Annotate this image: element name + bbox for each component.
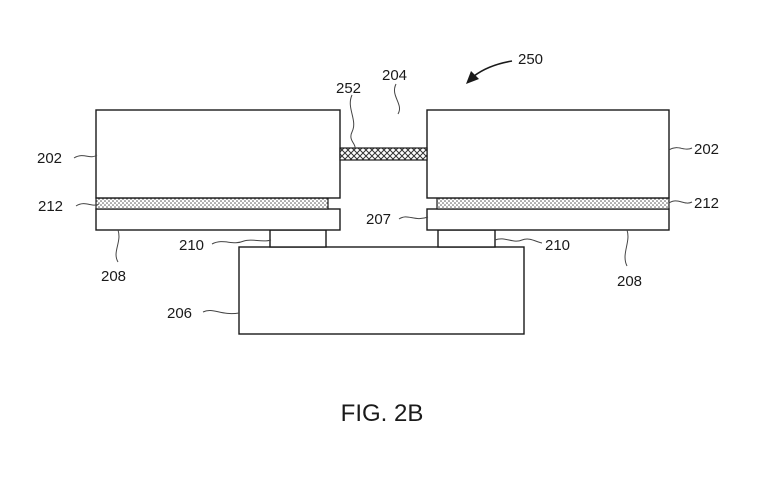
bridge-layer <box>339 147 428 161</box>
leader-210-left <box>211 239 272 245</box>
label-202-right: 202 <box>694 141 719 158</box>
label-210-left: 210 <box>179 237 204 254</box>
leader-207 <box>398 216 429 220</box>
label-208-right: 208 <box>617 273 642 290</box>
label-207: 207 <box>366 211 391 228</box>
label-204: 204 <box>382 67 407 84</box>
leader-202-right <box>668 147 693 151</box>
label-202-left: 202 <box>37 150 62 167</box>
die-left <box>95 109 341 199</box>
leader-208-left <box>115 229 120 263</box>
bump-left <box>269 229 327 248</box>
label-212-right: 212 <box>694 195 719 212</box>
figure-caption: FIG. 2B <box>341 400 424 427</box>
plate-right <box>426 208 670 231</box>
arrow-head-icon <box>466 71 479 84</box>
leader-252 <box>349 94 356 149</box>
leader-212-left <box>75 203 100 207</box>
label-208-left: 208 <box>101 268 126 285</box>
leader-210-right <box>494 238 543 244</box>
leader-208-right <box>624 229 629 267</box>
label-206: 206 <box>167 305 192 322</box>
leader-202-left <box>73 154 98 159</box>
leader-212-right <box>668 200 693 204</box>
label-212-left: 212 <box>38 198 63 215</box>
die-right <box>426 109 670 199</box>
leader-204 <box>394 83 400 115</box>
substrate-block <box>238 246 525 335</box>
adhesive-layer-left <box>95 197 329 210</box>
adhesive-layer-right <box>436 197 670 210</box>
plate-left <box>95 208 341 231</box>
bump-right <box>437 229 496 248</box>
assembly-arrow <box>473 60 513 77</box>
leader-206 <box>202 309 240 315</box>
label-250: 250 <box>518 51 543 68</box>
label-252: 252 <box>336 80 361 97</box>
label-210-right: 210 <box>545 237 570 254</box>
